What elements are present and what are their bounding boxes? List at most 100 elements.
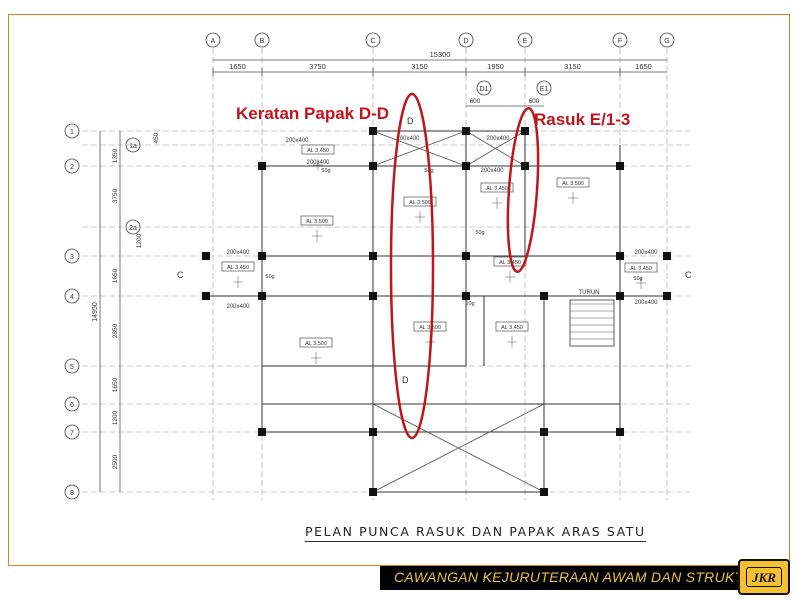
grid-label-b: B (260, 38, 265, 45)
dim-row-spacing: 3750 (112, 188, 119, 203)
column-marker (616, 252, 624, 260)
void-diagonal (372, 130, 467, 167)
beam-label: 200x400 (226, 304, 250, 310)
grid-bubble-b (254, 32, 270, 48)
grid-bubble-d (458, 32, 474, 48)
dim-row-spacing: 450 (153, 132, 160, 143)
dim-row-spacing: 1200 (136, 233, 143, 248)
column-marker (540, 292, 548, 300)
slide-frame (8, 14, 790, 566)
beam-label: 200x400 (285, 138, 309, 144)
dim-sub-offset: 600 (529, 98, 540, 105)
grid-bubble-row-3 (64, 248, 80, 264)
section-marker-c-left: C (177, 270, 184, 280)
grid-label-row-3: 3 (70, 254, 74, 261)
column-marker (616, 162, 624, 170)
grid-label-f: F (618, 38, 622, 45)
logo-text: JKR (752, 570, 776, 585)
column-marker (616, 292, 624, 300)
dim-row-spacing: 2500 (112, 454, 119, 469)
stair-outline (569, 299, 615, 347)
beam-label: 200x400 (634, 300, 658, 306)
grid-label-row-8: 8 (70, 490, 74, 497)
grid-bubble-d1 (476, 80, 492, 96)
dim-col-spacing: 3750 (309, 62, 326, 71)
column-marker (540, 488, 548, 496)
slab-level-tag (413, 321, 447, 332)
dim-col-spacing: 1650 (229, 62, 246, 71)
column-marker (462, 252, 470, 260)
column-marker (663, 252, 671, 260)
grid-label-row-2: 2 (70, 164, 74, 171)
grid-label-row-4: 4 (70, 294, 74, 301)
grid-label-row-6: 6 (70, 402, 74, 409)
slab-level-text: AL 3.450 (486, 186, 508, 192)
column-marker (369, 292, 377, 300)
grid-label-row-1a: 1a (129, 143, 137, 150)
grid-bubble-row-6 (64, 396, 80, 412)
dim-row-spacing: 2850 (112, 323, 119, 338)
slab-level-text: AL 3.500 (305, 341, 327, 347)
plan-title: PELAN PUNCA RASUK DAN PAPAK ARAS SATU (305, 524, 646, 542)
grid-bubble-row-4 (64, 288, 80, 304)
stair-turun-label: TURUN (579, 290, 600, 296)
column-marker (258, 292, 266, 300)
column-marker (369, 428, 377, 436)
grid-label-g: G (664, 38, 669, 45)
dim-col-spacing: 3150 (411, 62, 428, 71)
grid-bubble-e1 (536, 80, 552, 96)
grid-bubble-row-8 (64, 484, 80, 500)
dim-overall-width: 15300 (430, 50, 451, 59)
grid-label-row-2a: 2a (129, 225, 137, 232)
slab-level-tag (301, 144, 335, 155)
grid-bubble-g (659, 32, 675, 48)
slab-thickness: 50g (633, 276, 642, 282)
grid-label-a: A (211, 38, 216, 45)
dim-col-spacing: 1650 (635, 62, 652, 71)
slab-level-text: AL 3.450 (630, 266, 652, 272)
dim-row-spacing: 1350 (112, 148, 119, 163)
grid-label-d1: D1 (480, 86, 489, 93)
column-marker (369, 127, 377, 135)
slab-level-tag (403, 196, 437, 207)
dim-row-spacing: 1650 (112, 377, 119, 392)
beam-label: 200x400 (634, 250, 658, 256)
grid-label-d: D (463, 38, 468, 45)
dim-row-spacing: 1650 (112, 268, 119, 283)
column-marker (369, 488, 377, 496)
dim-row-spacing: 1200 (112, 410, 119, 425)
grid-label-row-7: 7 (70, 430, 74, 437)
section-marker-d-top: D (407, 116, 414, 126)
annotation-keratan-papak: Keratan Papak D-D (236, 104, 390, 123)
grid-label-row-1: 1 (70, 129, 74, 136)
grid-label-c: C (370, 38, 375, 45)
slab-level-text: AL 3.500 (562, 181, 584, 187)
column-marker (521, 162, 529, 170)
column-marker (258, 252, 266, 260)
column-marker (462, 292, 470, 300)
slab-level-text: AL 3.450 (501, 325, 523, 331)
beam-label: 200x400 (480, 168, 504, 174)
column-marker (521, 127, 529, 135)
dim-col-spacing: 1950 (487, 62, 504, 71)
column-marker (202, 292, 210, 300)
annotation-rasuk: Rasuk E/1-3 (534, 110, 631, 129)
grid-label-e1: E1 (540, 86, 549, 93)
column-marker (202, 252, 210, 260)
slab-level-tag (300, 215, 334, 226)
grid-bubble-a (205, 32, 221, 48)
slab-level-tag (495, 321, 529, 332)
section-marker-c-right: C (685, 270, 692, 280)
slab-level-tag (624, 262, 658, 273)
grid-bubble-f (612, 32, 628, 48)
grid-bubble-row-1 (64, 123, 80, 139)
grid-label-e: E (523, 38, 528, 45)
slab-level-text: AL 3.450 (499, 260, 521, 266)
column-marker (663, 292, 671, 300)
slab-level-text: AL 3.500 (409, 200, 431, 206)
grid-label-row-5: 5 (70, 364, 74, 371)
column-marker (258, 428, 266, 436)
slab-thickness: 50g (321, 168, 330, 174)
keratan-papak-ellipse (389, 92, 435, 440)
slab-level-text: AL 3.450 (307, 148, 329, 154)
